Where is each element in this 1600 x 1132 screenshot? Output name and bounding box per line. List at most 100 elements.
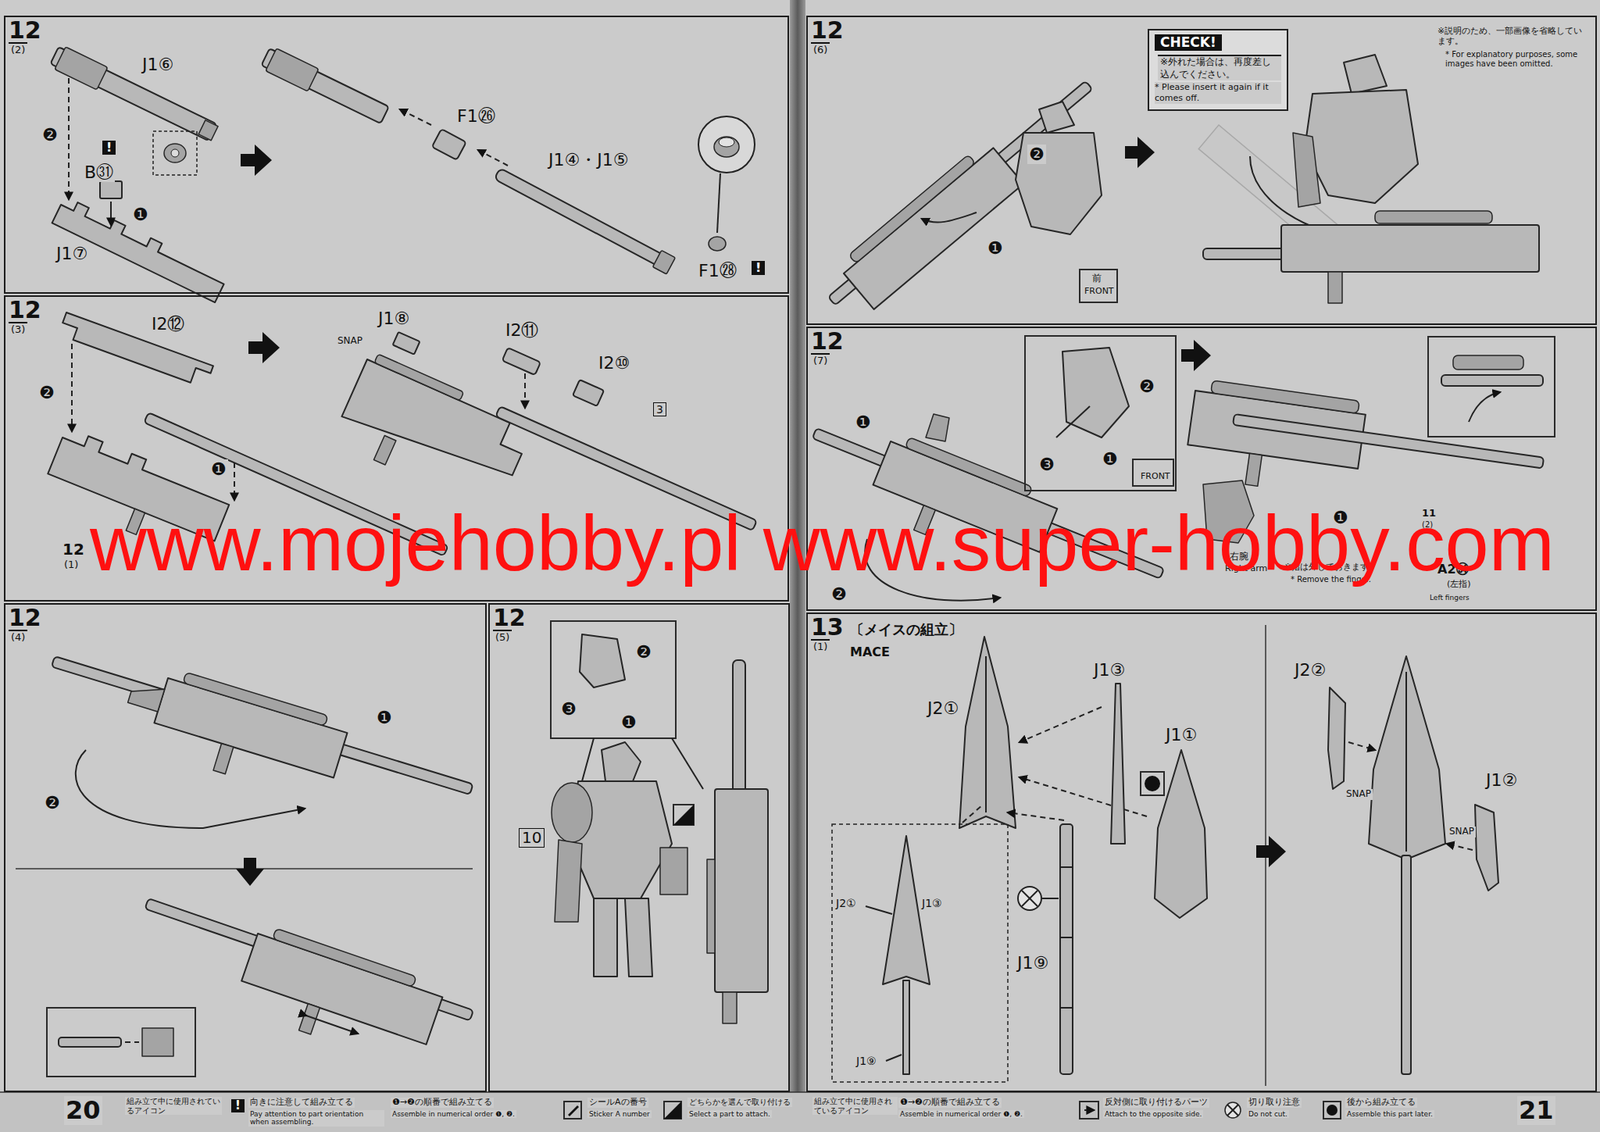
guide-line [1007, 812, 1065, 821]
part-label: SNAP [335, 335, 365, 347]
part-label: J1⑨ [1015, 953, 1050, 973]
note-text: 反対側に取り付けるパーツ [1103, 1097, 1210, 1108]
part-label: SNAP [1447, 826, 1476, 838]
part-label: J1⑦ [54, 243, 90, 264]
guide-line [1042, 897, 1059, 900]
illustration-circle [1326, 1104, 1338, 1116]
illustration-path [882, 835, 930, 985]
callout-number: ❷ [37, 382, 57, 403]
note-text: Do not cut. [1246, 1110, 1290, 1118]
illustration-ellipse [164, 143, 186, 163]
illustration-ellipse [551, 782, 593, 843]
note-text: Assemble this part later. [1345, 1110, 1435, 1118]
callout-number: ❶ [209, 459, 229, 479]
step-substep: (5) [492, 629, 512, 644]
illustration-path [1125, 136, 1155, 168]
step-substep: (7) [810, 353, 830, 368]
part-label: 〔メイスの組立〕 [848, 621, 965, 639]
illustration-rect [848, 154, 975, 264]
illustration-rect [1375, 210, 1493, 224]
illustration-rect [260, 48, 389, 124]
step-substep: (4) [8, 629, 28, 644]
part-label: J1⑥ [140, 54, 175, 75]
illustration-rect [905, 437, 1033, 498]
illustration-path [1468, 392, 1500, 422]
part-label: J1⑧ [376, 308, 411, 329]
illustration-rect [1245, 453, 1262, 486]
step-number: 12 [5, 17, 45, 43]
step-panel: 13(1) [806, 612, 1597, 1093]
illustration-rect [1079, 269, 1118, 303]
illustration-rect [722, 992, 737, 1024]
illustration-path [579, 634, 625, 688]
guide-line [717, 173, 721, 233]
illustration-rect [54, 46, 108, 90]
callout-number: ❷ [1137, 376, 1157, 397]
illustration-path [1304, 89, 1418, 204]
callout-number: ❷ [829, 584, 849, 604]
part-label: I2⑫ [150, 314, 187, 334]
callout-number: ❶ [619, 712, 639, 733]
part-group [492, 164, 676, 274]
illustration-rect [714, 789, 768, 993]
guide-line [1227, 1104, 1239, 1116]
guide-line [582, 738, 594, 782]
illustration-rect [182, 671, 329, 726]
illustration-path [1256, 835, 1286, 868]
caution-icon: ! [751, 260, 765, 275]
illustration-rect [550, 621, 676, 739]
part-label: J2① [925, 698, 961, 718]
guide-line [1060, 936, 1073, 939]
note-text: FRONT [1139, 471, 1172, 483]
illustration-path [1154, 750, 1208, 918]
part-label: 12 [60, 540, 86, 559]
callout-number: ❷ [1027, 144, 1047, 165]
illustration-rect [100, 181, 122, 199]
guide-line [478, 150, 508, 166]
callout-number: ❷ [40, 125, 60, 145]
illustration-path [341, 359, 532, 490]
illustration-rect [58, 1037, 122, 1047]
callout-number: ❶ [375, 707, 394, 728]
part-label: 前 [1090, 273, 1104, 285]
illustration-path [921, 212, 977, 223]
part-group [232, 923, 446, 1072]
guide-line [1019, 777, 1147, 817]
illustration-rect [664, 1101, 682, 1119]
guide-line [67, 78, 70, 200]
guide-line [885, 1054, 902, 1061]
guide-line [671, 738, 704, 790]
illustration-rect [1210, 380, 1360, 414]
note-text: Sticker A number [587, 1110, 652, 1118]
illustration-rect [1428, 336, 1555, 437]
part-label: MACE [848, 645, 892, 660]
illustration-rect [502, 347, 541, 375]
illustration-rect [1441, 375, 1543, 386]
caution-icon: ! [231, 1099, 245, 1113]
illustration-path [625, 898, 653, 977]
illustration-path [75, 750, 305, 829]
illustration-path [1343, 54, 1387, 94]
note-text: ❶→❷の順番で組み立てる [898, 1097, 1002, 1108]
part-label: 3 [653, 402, 667, 417]
illustration-path [1475, 804, 1499, 891]
illustration-rect [0, 1092, 1600, 1132]
note-text: シールAの番号 [587, 1097, 649, 1108]
guide-line [125, 1041, 140, 1043]
note-text: Left fingers [1428, 593, 1472, 602]
guide-line [1056, 406, 1090, 438]
illustration-rect [373, 435, 396, 465]
part-label: SNAP [1344, 789, 1373, 800]
note-text: 切り取り注意 [1246, 1097, 1302, 1108]
part-label: J1④・J1⑤ [546, 150, 630, 170]
callout-number: ❷ [42, 792, 62, 813]
check-box: CHECK!※外れた場合は、再度差し込んでください。* Please inser… [1147, 28, 1289, 111]
note-text: Assemble in numerical order ❶, ❷. [898, 1110, 1025, 1118]
illustration-circle [1017, 886, 1042, 911]
part-group [58, 312, 214, 389]
guide-line [962, 804, 983, 823]
illustration-path [1062, 347, 1129, 438]
note-text: 組み立て中に使用されているアイコン [125, 1096, 222, 1115]
part-label: J1⑨ [854, 1054, 879, 1068]
